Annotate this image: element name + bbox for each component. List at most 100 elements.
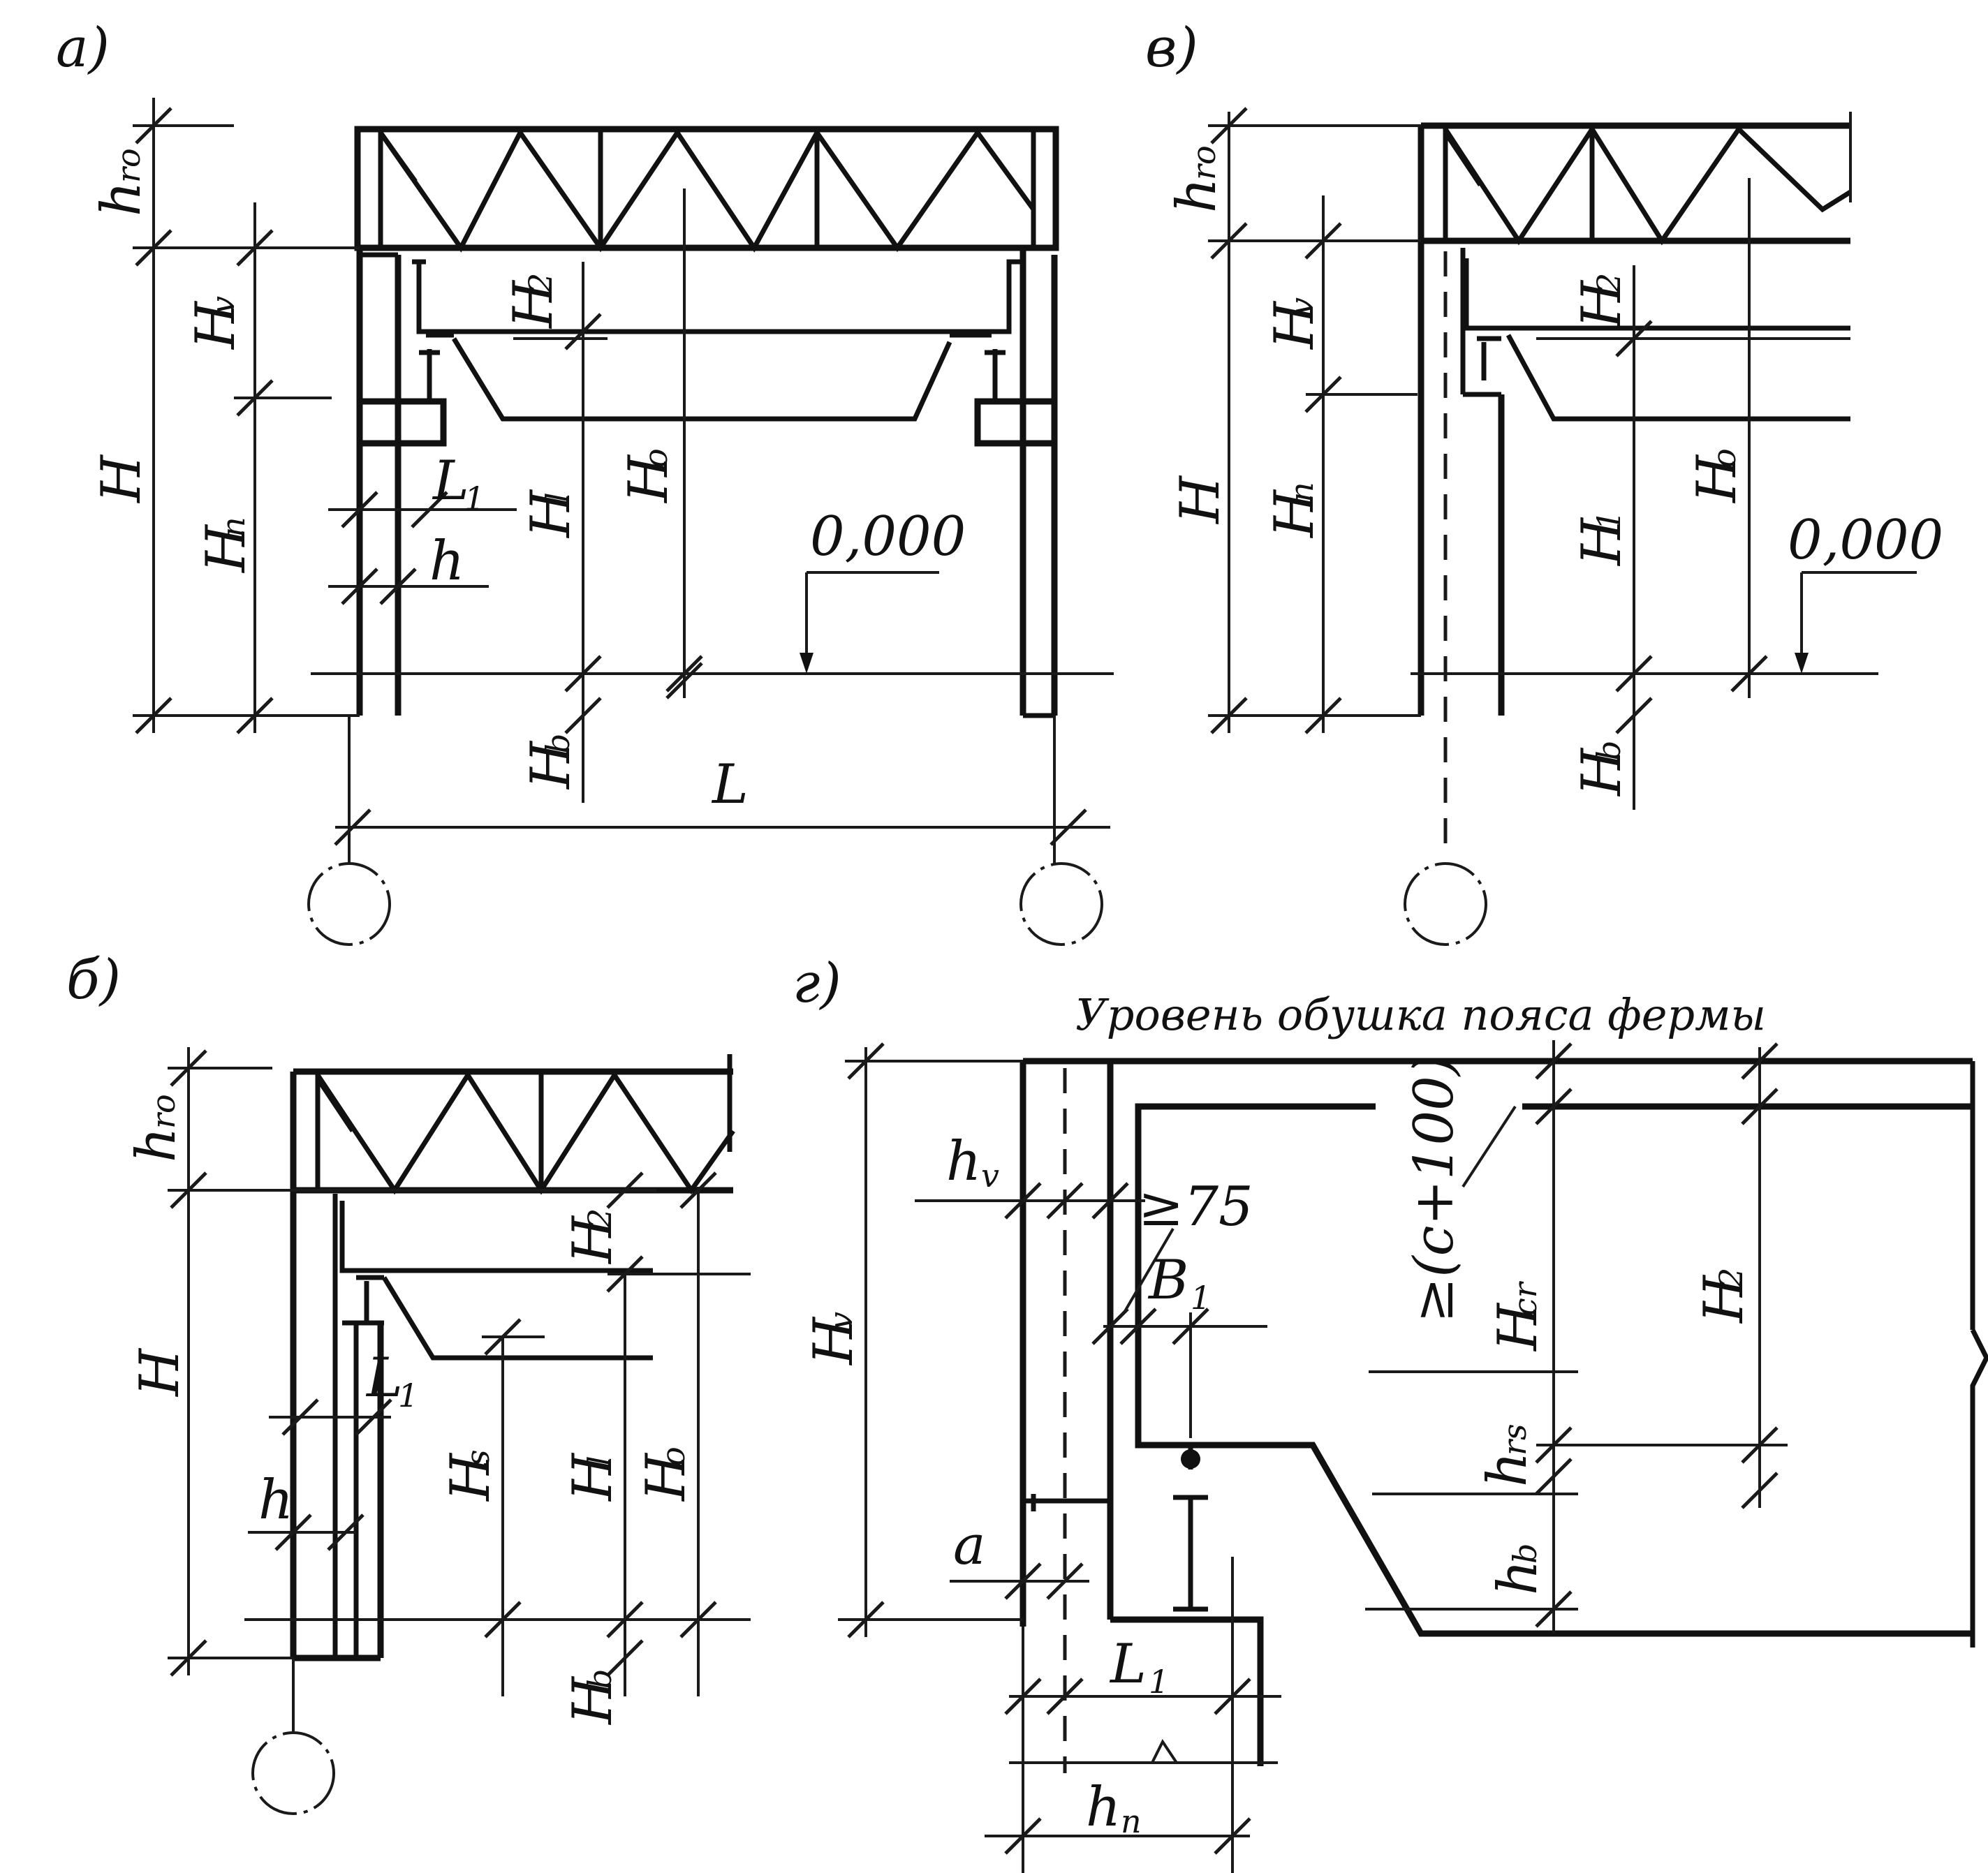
svg-text:H: H — [1263, 300, 1326, 350]
dims-g — [838, 1040, 1788, 1873]
crane-a — [412, 259, 1023, 422]
svg-text:H: H — [1686, 454, 1748, 504]
crane-b — [339, 1201, 653, 1361]
panel-label-v: в) — [1145, 17, 1198, 80]
panel-label-g: г) — [793, 952, 841, 1015]
svg-text:b: b — [1506, 1543, 1544, 1564]
svg-text:L: L — [711, 753, 749, 816]
svg-text:h: h — [1487, 1560, 1549, 1595]
svg-text:H: H — [635, 1452, 698, 1502]
labels-b: h ro H H 2 L 1 h H s H l H o H b — [125, 1094, 698, 1726]
svg-text:v: v — [981, 1157, 999, 1194]
svg-text:H: H — [802, 1316, 865, 1366]
svg-text:s: s — [459, 1449, 496, 1466]
svg-text:H: H — [561, 1675, 624, 1726]
svg-text:H: H — [439, 1452, 502, 1502]
svg-text:H: H — [184, 300, 247, 350]
svg-text:1: 1 — [398, 1377, 418, 1414]
svg-text:b: b — [1590, 741, 1628, 761]
panel-v: в) — [1145, 17, 1943, 946]
panel-g: г) Уровень обушка пояса фермы — [793, 952, 1988, 1873]
svg-text:a: a — [953, 1514, 986, 1577]
svg-text:ro: ro — [110, 148, 147, 183]
svg-text:H: H — [520, 489, 582, 539]
svg-text:v: v — [822, 1312, 860, 1330]
elevation-a: 0,000 — [810, 505, 966, 568]
svg-text:v: v — [1283, 297, 1320, 316]
svg-text:h: h — [90, 182, 153, 216]
svg-text:B: B — [1147, 1249, 1188, 1312]
svg-text:l: l — [539, 492, 577, 503]
svg-text:≥75: ≥75 — [1138, 1176, 1253, 1238]
dims-left-a — [133, 98, 517, 734]
truss-a — [354, 126, 1059, 253]
panel-label-b: б) — [66, 949, 121, 1012]
dims-b — [168, 1047, 751, 1696]
caption-g: Уровень обушка пояса фермы — [1075, 989, 1766, 1040]
panel-a: а) — [56, 17, 1114, 946]
svg-text:2: 2 — [522, 273, 559, 294]
svg-text:1: 1 — [1149, 1663, 1169, 1701]
truss-v — [1418, 122, 1852, 246]
dims-v — [1208, 107, 1917, 946]
labels-g: h v H v ≥75 B 1 a L 1 h n ≥(c+100) H cr … — [802, 1055, 1755, 1840]
svg-text:H: H — [520, 740, 582, 790]
truss-b — [290, 1054, 735, 1195]
svg-text:b: b — [539, 734, 577, 754]
svg-text:H: H — [1263, 489, 1326, 539]
column-left-a — [356, 248, 447, 716]
svg-text:ro: ro — [145, 1094, 182, 1129]
svg-text:H: H — [617, 454, 680, 504]
svg-text:2: 2 — [1712, 1268, 1750, 1289]
svg-text:H: H — [561, 1452, 624, 1502]
svg-text:H: H — [128, 1347, 191, 1398]
column-right-a — [974, 248, 1058, 718]
svg-text:h: h — [258, 1469, 293, 1532]
svg-text:b: b — [581, 1669, 619, 1689]
svg-text:H: H — [1570, 517, 1633, 567]
crane-v — [1464, 258, 1850, 422]
svg-text:1: 1 — [464, 480, 485, 517]
svg-text:≥(c+100): ≥(c+100) — [1403, 1055, 1466, 1323]
svg-text:H: H — [1169, 475, 1232, 525]
labels-a: h ro H v H H n H 2 L 1 h H l H o H b L 0… — [90, 148, 966, 816]
svg-text:H: H — [90, 454, 153, 504]
svg-text:H: H — [1570, 279, 1633, 330]
svg-text:h: h — [1165, 178, 1228, 213]
svg-text:H: H — [195, 524, 258, 574]
svg-text:cr: cr — [1506, 1280, 1544, 1316]
labels-v: h ro H v H H n H 2 H 1 H o H b 0,000 — [1165, 145, 1943, 797]
svg-text:n: n — [214, 517, 252, 538]
elevation-v: 0,000 — [1788, 509, 1943, 572]
panel-label-a: а) — [56, 17, 110, 80]
structure-g — [1019, 1058, 1988, 1773]
svg-text:2: 2 — [581, 1208, 619, 1229]
dims-inner-a — [307, 188, 1114, 946]
svg-text:H: H — [1487, 1302, 1549, 1352]
svg-text:rs: rs — [1496, 1423, 1533, 1456]
column-v — [1418, 244, 1505, 852]
svg-text:v: v — [204, 296, 242, 314]
svg-text:n: n — [1121, 1802, 1142, 1840]
panel-b: б) — [66, 949, 751, 1815]
svg-text:h: h — [429, 530, 464, 593]
svg-text:h: h — [125, 1127, 188, 1162]
svg-text:2: 2 — [1590, 273, 1628, 294]
svg-text:o: o — [637, 448, 675, 468]
svg-text:H: H — [561, 1215, 624, 1265]
svg-text:ro: ro — [1185, 145, 1223, 180]
svg-text:h: h — [1476, 1452, 1539, 1487]
svg-text:L: L — [365, 1347, 403, 1409]
svg-text:L: L — [1109, 1633, 1147, 1696]
svg-text:h: h — [946, 1130, 981, 1193]
svg-text:o: o — [654, 1446, 692, 1466]
svg-text:H: H — [502, 279, 565, 330]
svg-text:H: H — [1570, 747, 1633, 797]
svg-text:l: l — [581, 1456, 619, 1466]
svg-text:L: L — [432, 450, 469, 512]
svg-text:n: n — [1283, 482, 1320, 503]
svg-text:h: h — [1086, 1776, 1121, 1839]
svg-text:1: 1 — [1590, 510, 1628, 531]
svg-text:1: 1 — [1191, 1279, 1211, 1317]
